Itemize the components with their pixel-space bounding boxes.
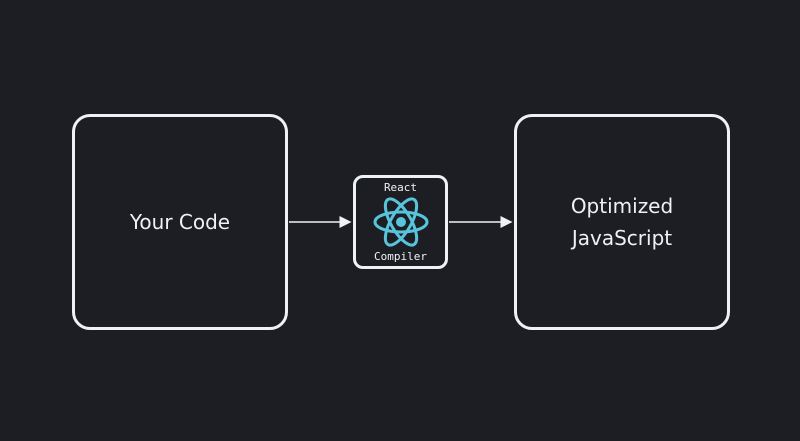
your-code-label: Your Code — [129, 210, 231, 234]
your-code-box: Your Code — [72, 114, 288, 330]
output-label-line2: JavaScript — [571, 226, 673, 250]
react-compiler-box: React Compiler — [353, 175, 448, 269]
output-label-line1: Optimized — [570, 194, 674, 218]
optimized-javascript-box: Optimized JavaScript — [514, 114, 730, 330]
react-atom-icon — [373, 197, 429, 247]
compiler-label: Compiler — [374, 250, 427, 263]
react-label: React — [383, 181, 418, 194]
